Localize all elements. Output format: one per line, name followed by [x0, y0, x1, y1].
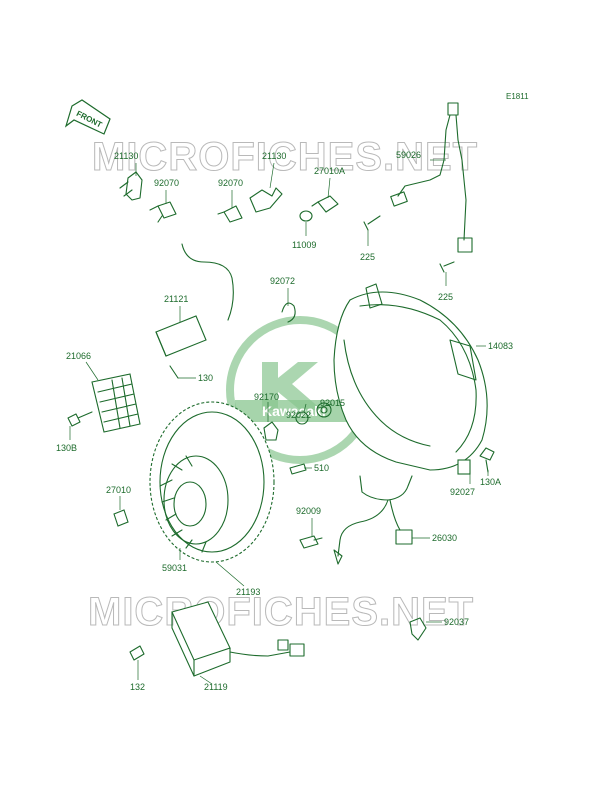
bolt-92009: [299, 535, 323, 549]
label-130B: 130B: [56, 443, 77, 453]
cap-92027: [457, 459, 471, 475]
ignition-coil: [155, 243, 234, 379]
cdi-unit: [171, 601, 305, 677]
label-59026: 59026: [396, 150, 421, 160]
key-510: [289, 463, 307, 475]
bolt-225-a: [363, 215, 381, 231]
sensor-27010A: [311, 195, 339, 213]
wiring-harness-26030: [333, 475, 413, 565]
label-59031: 59031: [162, 563, 187, 573]
spark-plug-left: [149, 201, 177, 223]
regulator-rectifier: [91, 373, 141, 433]
label-225-a: 225: [360, 252, 375, 262]
spark-plug-center: [217, 205, 243, 223]
label-14083: 14083: [488, 341, 513, 351]
brand-logo-text: Kawasaki: [262, 403, 326, 419]
label-92037: 92037: [444, 617, 469, 627]
spark-plug-cap-center: [249, 187, 283, 213]
label-92022: 92022: [286, 410, 311, 420]
label-21119: 21119: [204, 682, 228, 692]
label-92015: 92015: [320, 398, 345, 408]
nut-92015: [316, 402, 332, 418]
bolt-132: [129, 645, 145, 661]
sensor-27010: [113, 509, 129, 527]
watermark-bottom: MICROFICHES.NET: [88, 590, 474, 634]
clamp-92170: [263, 421, 279, 441]
label-510: 510: [314, 463, 329, 473]
label-21066: 21066: [66, 351, 91, 361]
label-26030: 26030: [432, 533, 457, 543]
clip-92072: [281, 302, 296, 323]
brand-logo: Kawasaki: [226, 316, 374, 464]
label-21121: 21121: [164, 294, 188, 304]
washer-11009: [299, 210, 313, 222]
bolt-130A: [479, 447, 495, 473]
label-11009: 11009: [292, 240, 316, 250]
label-130A: 130A: [480, 477, 501, 487]
diagram-code: E1811: [506, 92, 529, 101]
bolt-225-b: [439, 261, 455, 273]
flywheel-stator: [149, 401, 275, 563]
label-92070-center: 92070: [218, 178, 243, 188]
label-27010: 27010: [106, 485, 131, 495]
label-21130-left: 21130: [114, 151, 138, 161]
watermark-top: MICROFICHES.NET: [92, 135, 478, 179]
label-130: 130: [198, 373, 213, 383]
label-92070-left: 92070: [154, 178, 179, 188]
bolt-130B: [67, 411, 93, 427]
label-92027: 92027: [450, 487, 475, 497]
label-132: 132: [130, 682, 145, 692]
flywheel-cover: [333, 283, 488, 471]
clamp-92037: [409, 617, 427, 641]
label-92009: 92009: [296, 506, 321, 516]
washer-92022: [295, 411, 309, 425]
front-arrow-icon: FRONT: [64, 99, 111, 135]
label-225-b: 225: [438, 292, 453, 302]
leader-lines: [69, 159, 489, 685]
nut-92015-inner: [320, 406, 328, 414]
label-21130-center: 21130: [262, 151, 286, 161]
label-27010A: 27010A: [314, 166, 345, 176]
label-92170: 92170: [254, 392, 279, 402]
label-92072: 92072: [270, 276, 295, 286]
label-21193: 21193: [236, 587, 260, 597]
pickup-coil-harness: [390, 102, 473, 253]
